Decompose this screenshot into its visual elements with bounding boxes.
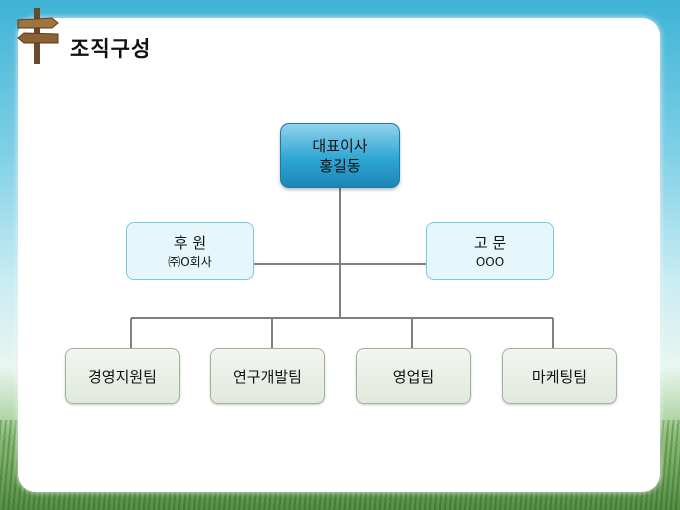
team-label: 영업팀 xyxy=(392,367,435,386)
team-label: 마케팅팀 xyxy=(531,367,588,386)
page-title: 조직구성 xyxy=(70,37,152,61)
team-label: 경영지원팀 xyxy=(87,367,157,386)
signpost-icon xyxy=(17,8,59,64)
ceo-name: 홍길동 xyxy=(319,156,361,175)
sponsor-label: 후 원 xyxy=(173,234,207,252)
ceo-role: 대표이사 xyxy=(312,136,368,155)
team-node-sales: 영업팀 xyxy=(356,348,471,404)
team-label: 연구개발팀 xyxy=(232,367,302,386)
advisor-detail: OOO xyxy=(475,255,505,269)
ceo-node: 대표이사 홍길동 xyxy=(280,123,400,188)
team-node-research-development: 연구개발팀 xyxy=(210,348,325,404)
team-node-marketing: 마케팅팀 xyxy=(502,348,617,404)
sponsor-detail: ㈜O회사 xyxy=(168,255,212,269)
sponsor-node: 후 원 ㈜O회사 xyxy=(126,222,254,280)
advisor-node: 고 문 OOO xyxy=(426,222,554,280)
team-node-management-support: 경영지원팀 xyxy=(65,348,180,404)
advisor-label: 고 문 xyxy=(473,234,507,252)
